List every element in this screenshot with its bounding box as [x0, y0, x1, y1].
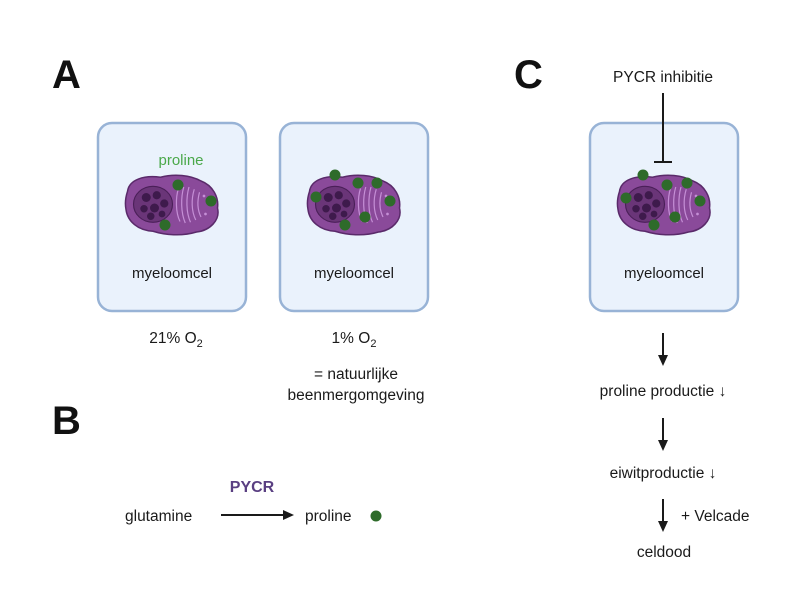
step-celdood: celdood	[637, 544, 691, 561]
proline-dot-icon	[694, 195, 706, 207]
panel-letter-b: B	[52, 399, 81, 443]
proline-dot-icon	[359, 211, 371, 223]
down-arrow	[658, 418, 668, 451]
proline-dot-icon	[661, 179, 673, 191]
panel-a-right-cell: myeloomcel	[278, 121, 430, 313]
proline-dot-icon	[172, 179, 184, 191]
note-line-1: = natuurlijke	[314, 366, 398, 383]
panel-a-left-cell: proline myeloomcel	[96, 121, 248, 313]
panel-letter-c: C	[514, 53, 543, 97]
proline-dot-icon	[370, 510, 382, 522]
inhibitor-label: PYCR inhibitie	[613, 69, 713, 86]
cell-label: myeloomcel	[314, 265, 394, 282]
cell-label: myeloomcel	[132, 265, 212, 282]
proline-dot-icon	[339, 219, 351, 231]
condition-21-o2: 21% O2	[149, 330, 203, 350]
proline-dot-icon	[352, 177, 364, 189]
proline-dot-icon	[681, 177, 693, 189]
down-arrow	[658, 333, 668, 366]
drug-label: + Velcade	[681, 508, 750, 525]
proline-dot-icon	[637, 169, 649, 181]
cell-label: myeloomcel	[624, 265, 704, 282]
down-arrow	[658, 499, 668, 532]
condition-1-o2: 1% O2	[332, 330, 377, 350]
inhibition-line	[654, 93, 672, 163]
proline-dot-icon	[648, 219, 660, 231]
note-line-2: beenmergomgeving	[287, 387, 424, 404]
proline-dot-icon	[329, 169, 341, 181]
myeloma-cell-icon	[124, 174, 219, 236]
enzyme-label: PYCR	[230, 479, 275, 496]
reaction-arrow	[221, 510, 294, 520]
proline-dot-icon	[669, 211, 681, 223]
proline-dot-icon	[620, 192, 632, 204]
proline-dot-icon	[205, 195, 217, 207]
proline-dot-icon	[371, 177, 383, 189]
step-proline-productie: proline productie ↓	[600, 383, 727, 400]
product-label: proline	[305, 508, 352, 525]
proline-dot-icon	[310, 191, 322, 203]
proline-dot-icon	[384, 195, 396, 207]
panel-c-cell: myeloomcel	[588, 121, 740, 313]
step-eiwitproductie: eiwitproductie ↓	[610, 465, 717, 482]
panel-letter-a: A	[52, 53, 81, 97]
proline-dot-icon	[159, 219, 171, 231]
proline-label: proline	[158, 152, 203, 169]
substrate-label: glutamine	[125, 508, 192, 525]
